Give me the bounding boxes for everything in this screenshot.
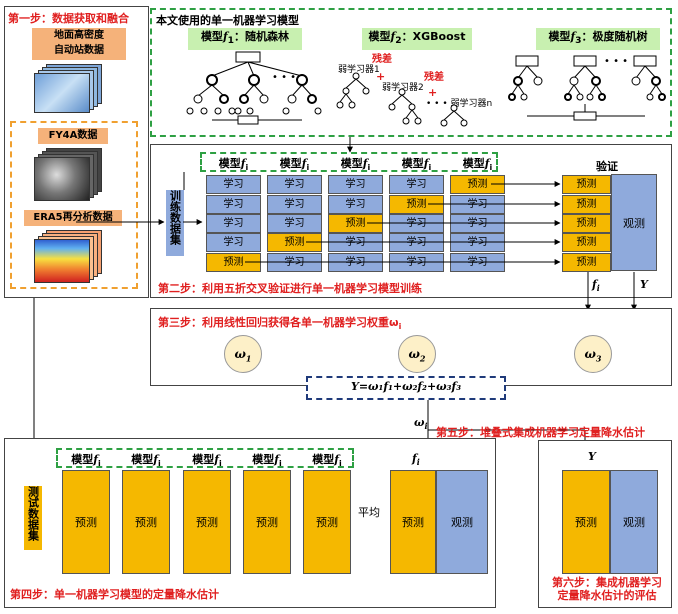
step2-fi-label: fi xyxy=(592,278,600,294)
step6-predict: 预测 xyxy=(562,470,610,574)
fold-study-cell: 学习 xyxy=(389,253,444,272)
fold-study-cell: 学习 xyxy=(450,195,505,214)
plus-sign-2: + xyxy=(428,86,438,99)
fold-study-cell: 学习 xyxy=(450,214,505,233)
verify-predict-cell: 预测 xyxy=(562,214,611,233)
xgb-residual-1: 残差 xyxy=(372,54,392,65)
fold-study-cell: 学习 xyxy=(450,253,505,272)
fold-study-cell: 学习 xyxy=(206,195,261,214)
fold-study-cell: 学习 xyxy=(389,214,444,233)
fold-study-cell: 学习 xyxy=(328,233,383,252)
step2-model-header: 模型fi xyxy=(401,157,432,173)
step4-title: 第四步：单一机器学习模型的定量降水估计 xyxy=(10,588,219,601)
step4-model-predict: 预测 xyxy=(183,470,231,574)
et-model-label: 模型f3：极度随机树 xyxy=(536,28,660,51)
verify-label: 验证 xyxy=(596,160,618,173)
verify-predict-cell: 预测 xyxy=(562,175,611,194)
step2-observe-box: 观测 xyxy=(611,174,657,271)
fold-study-cell: 学习 xyxy=(267,214,322,233)
step2-model-header: 模型fi xyxy=(218,157,249,173)
step5-omega-label: ωi xyxy=(414,416,428,432)
step4-model-predict: 预测 xyxy=(62,470,110,574)
fold-predict-cell: 预测 xyxy=(267,233,322,252)
step4-model-predict: 预测 xyxy=(243,470,291,574)
et-tree-diagram: • • • xyxy=(508,55,666,121)
omega-3-circle: ω3 xyxy=(574,335,612,373)
weak-learner-1-label: 弱学习器1 xyxy=(338,65,380,75)
step6-observe: 观测 xyxy=(610,470,658,574)
step5-title: 第五步：堆叠式集成机器学习定量降水估计 xyxy=(436,426,645,439)
regression-equation-box xyxy=(306,376,506,400)
verify-predict-cell: 预测 xyxy=(562,253,611,272)
average-label: 平均 xyxy=(358,506,380,519)
fold-predict-cell: 预测 xyxy=(389,195,444,214)
models-panel xyxy=(150,8,672,137)
fold-predict-cell: 预测 xyxy=(450,175,505,194)
step2-title: 第二步：利用五折交叉验证进行单一机器学习模型训练 xyxy=(158,282,422,295)
rf-model-label: 模型f1：随机森林 xyxy=(188,28,302,51)
fy4a-image xyxy=(34,148,104,202)
step4-observe: 观测 xyxy=(436,470,488,574)
weak-learner-2-label: 弱学习器2 xyxy=(382,83,424,93)
step4-model-predict: 预测 xyxy=(303,470,351,574)
step2-model-header: 模型fi xyxy=(462,157,493,173)
models-panel-title: 本文使用的单一机器学习模型 xyxy=(156,14,299,27)
weak-learner-n-label: • • • 弱学习器n xyxy=(426,99,493,109)
step3-title: 第三步：利用线性回归获得各单一机器学习权重ωi xyxy=(158,316,402,332)
step4-model-header: 模型fi xyxy=(252,453,282,469)
era5-image xyxy=(34,230,104,284)
fold-predict-cell: 预测 xyxy=(328,214,383,233)
step4-ensemble-predict: 预测 xyxy=(390,470,436,574)
era5-label: ERA5再分析数据 xyxy=(24,210,122,226)
xgb-residual-2: 残差 xyxy=(424,72,444,83)
step6-y-label: Y xyxy=(588,450,596,463)
step2-model-header: 模型fi xyxy=(340,157,371,173)
plus-sign-1: + xyxy=(376,70,386,83)
step4-model-header: 模型fi xyxy=(192,453,222,469)
verify-predict-cell: 预测 xyxy=(562,195,611,214)
station-data-label: 地面高密度 自动站数据 xyxy=(32,28,126,60)
satellite-reanalysis-group xyxy=(10,121,138,289)
rf-tree-diagram: • • • xyxy=(186,51,322,125)
fold-study-cell: 学习 xyxy=(267,175,322,194)
step4-model-header: 模型fi xyxy=(312,453,342,469)
svg-text:• • •: • • • xyxy=(604,56,628,67)
fold-study-cell: 学习 xyxy=(267,195,322,214)
fold-study-cell: 学习 xyxy=(389,175,444,194)
fold-study-cell: 学习 xyxy=(328,175,383,194)
test-dataset-label: 测试数据集 xyxy=(24,486,42,550)
step4-fi-label: fi xyxy=(412,452,420,468)
omega-1-circle: ω1 xyxy=(224,335,262,373)
step1-title: 第一步：数据获取和融合 xyxy=(8,12,129,25)
fold-study-cell: 学习 xyxy=(389,233,444,252)
regression-equation: Y=ω₁f₁+ω₂f₂+ω₃f₃ xyxy=(350,380,462,393)
step4-model-header: 模型fi xyxy=(131,453,161,469)
fold-study-cell: 学习 xyxy=(206,214,261,233)
fold-study-cell: 学习 xyxy=(328,195,383,214)
fold-study-cell: 学习 xyxy=(450,233,505,252)
fold-study-cell: 学习 xyxy=(206,175,261,194)
fy4a-label: FY4A数据 xyxy=(38,128,108,144)
step2-y-label: Y xyxy=(640,278,648,291)
verify-predict-cell: 预测 xyxy=(562,233,611,252)
step4-model-predict: 预测 xyxy=(122,470,170,574)
xgb-tree-diagram xyxy=(336,72,468,127)
step4-model-header: 模型fi xyxy=(71,453,101,469)
station-data-image xyxy=(34,64,104,114)
step6-title: 第六步：集成机器学习 定量降水估计的评估 xyxy=(552,576,662,602)
svg-text:• • •: • • • xyxy=(272,72,296,83)
fold-study-cell: 学习 xyxy=(328,253,383,272)
step2-model-header-group xyxy=(200,152,498,172)
fold-study-cell: 学习 xyxy=(267,253,322,272)
train-dataset-label: 训练数据集 xyxy=(166,190,184,256)
step4-model-header-group xyxy=(56,448,354,468)
step2-model-header: 模型fi xyxy=(279,157,310,173)
omega-2-circle: ω2 xyxy=(398,335,436,373)
xgb-model-label: 模型f2：XGBoost xyxy=(362,28,472,51)
fold-predict-cell: 预测 xyxy=(206,253,261,272)
fold-study-cell: 学习 xyxy=(206,233,261,252)
